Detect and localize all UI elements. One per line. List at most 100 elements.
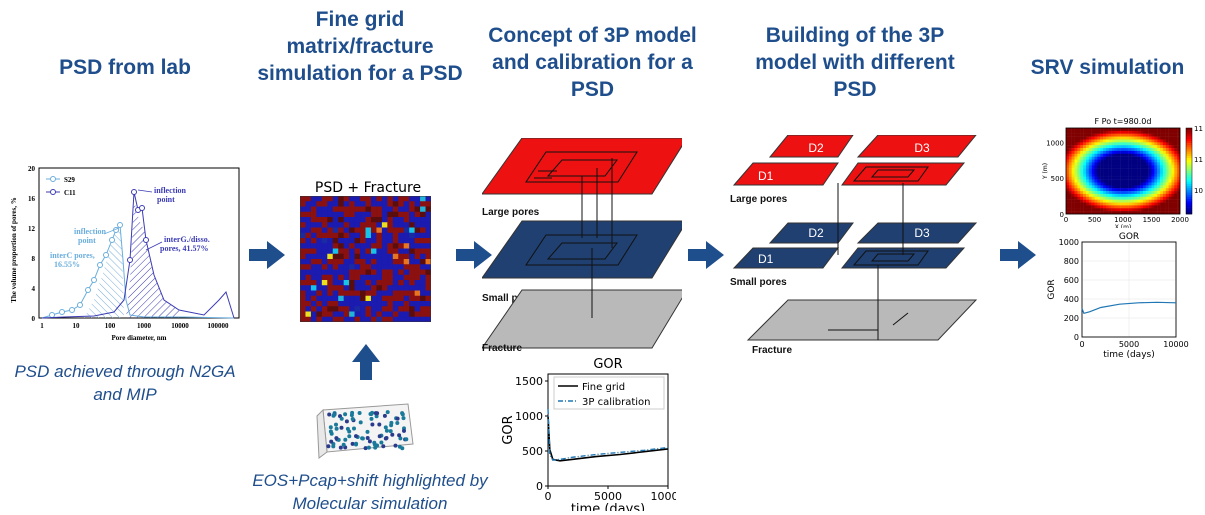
- srv-map-cell: [1094, 196, 1098, 200]
- srv-map-cell: [1160, 191, 1164, 195]
- srv-colorbar-cell: [1186, 209, 1192, 213]
- srv-map-cell: [1100, 196, 1104, 200]
- grid-cell: [370, 206, 377, 213]
- grid-cell: [310, 311, 317, 318]
- srv-map-cell: [1145, 156, 1149, 160]
- srv-map-cell: [1105, 208, 1109, 212]
- srv-map-cell: [1128, 165, 1132, 169]
- srv-map-cell: [1111, 142, 1115, 146]
- srv-map-cell: [1080, 153, 1084, 157]
- srv-map-cell: [1066, 156, 1070, 160]
- molecule: [347, 434, 352, 439]
- grid-cell: [360, 301, 366, 307]
- psd-annotation: point: [157, 195, 175, 204]
- grid-cell: [414, 232, 421, 239]
- srv-map-cell: [1111, 208, 1115, 212]
- srv-map-cell: [1111, 159, 1115, 163]
- srv-map-cell: [1123, 199, 1127, 203]
- srv-map-cell: [1120, 156, 1124, 160]
- srv-map-cell: [1094, 193, 1098, 197]
- srv-map-cell: [1120, 185, 1124, 189]
- srv-map-cell: [1162, 133, 1166, 137]
- grid-cell: [327, 290, 334, 297]
- grid-cell: [300, 280, 306, 286]
- srv-map-cell: [1157, 159, 1161, 163]
- grid-cell: [398, 306, 405, 312]
- grid-cell: [409, 253, 415, 260]
- srv-colorbar-cell: [1186, 162, 1192, 165]
- srv-map-ytick: 500: [1051, 175, 1064, 183]
- srv-map-cell: [1148, 162, 1152, 166]
- srv-map-cell: [1114, 145, 1118, 149]
- srv-map-cell: [1120, 162, 1124, 166]
- srv-map-cell: [1151, 176, 1155, 180]
- srv-map-cell: [1108, 159, 1112, 163]
- grid-cell: [354, 301, 361, 307]
- grid-cell: [370, 201, 377, 207]
- grid-cell: [409, 217, 415, 223]
- srv-map-cell: [1108, 193, 1112, 197]
- srv-map-cell: [1157, 191, 1161, 195]
- molecule: [397, 444, 402, 449]
- grid-cell: [376, 269, 383, 276]
- grid-cell: [387, 196, 394, 202]
- srv-map-cell: [1131, 202, 1135, 206]
- grid-cell: [332, 196, 339, 202]
- srv-map-cell: [1145, 191, 1149, 195]
- srv-map-cell: [1148, 153, 1152, 157]
- srv-map-cell: [1154, 176, 1158, 180]
- grid-cell: [305, 211, 312, 218]
- grid-cell: [300, 301, 306, 307]
- grid-cell: [338, 269, 344, 276]
- srv-map-cell: [1105, 162, 1109, 166]
- grid-cell: [409, 243, 415, 249]
- srv-map-cell: [1168, 202, 1172, 206]
- srv-colorbar-cell: [1186, 151, 1192, 155]
- arrow-right-icon-4: [1000, 241, 1036, 269]
- grid-cell: [370, 274, 377, 281]
- srv-map-cell: [1120, 165, 1124, 169]
- srv-map-cell: [1071, 179, 1075, 183]
- grid-cell: [343, 238, 350, 244]
- srv-map-cell: [1148, 171, 1152, 175]
- srv-map-cell: [1148, 176, 1152, 180]
- grid-cell: [403, 280, 410, 286]
- srv-map-cell: [1160, 179, 1164, 183]
- srv-map-cell: [1114, 205, 1118, 209]
- grid-cell: [425, 274, 431, 281]
- srv-map-cell: [1154, 136, 1158, 140]
- srv-map-cell: [1151, 193, 1155, 197]
- srv-map-cell: [1157, 179, 1161, 183]
- srv-map-cell: [1088, 142, 1092, 146]
- srv-map-cell: [1165, 188, 1169, 192]
- srv-map-cell: [1177, 205, 1181, 209]
- grid-cell: [316, 201, 323, 207]
- grid-cell: [387, 227, 394, 234]
- build-label-d2-large: D2: [808, 141, 824, 155]
- srv-map-cell: [1171, 130, 1175, 134]
- srv-map-cell: [1080, 211, 1084, 215]
- srv-map-cell: [1080, 128, 1084, 132]
- srv-map-cell: [1094, 208, 1098, 212]
- srv-map-cell: [1160, 153, 1164, 157]
- grid-cell: [321, 259, 328, 265]
- grid-cell: [387, 295, 394, 302]
- srv-map-cell: [1108, 196, 1112, 200]
- grid-cell: [332, 285, 339, 291]
- srv-map-cell: [1071, 182, 1075, 186]
- srv-map-cell: [1160, 139, 1164, 143]
- srv-map-cell: [1131, 150, 1135, 154]
- srv-map-cell: [1066, 199, 1070, 203]
- grid-cell: [376, 227, 383, 234]
- srv-map-cell: [1077, 182, 1081, 186]
- grid-cell: [409, 222, 415, 228]
- srv-map-cell: [1177, 128, 1181, 132]
- srv-map-cell: [1134, 145, 1138, 149]
- srv-map-cell: [1100, 188, 1104, 192]
- srv-map-cell: [1105, 153, 1109, 157]
- grid-cell: [370, 196, 377, 202]
- srv-map-cell: [1148, 168, 1152, 172]
- srv-map-cell: [1103, 205, 1107, 209]
- grid-cell: [392, 201, 399, 207]
- grid-cell: [316, 253, 323, 260]
